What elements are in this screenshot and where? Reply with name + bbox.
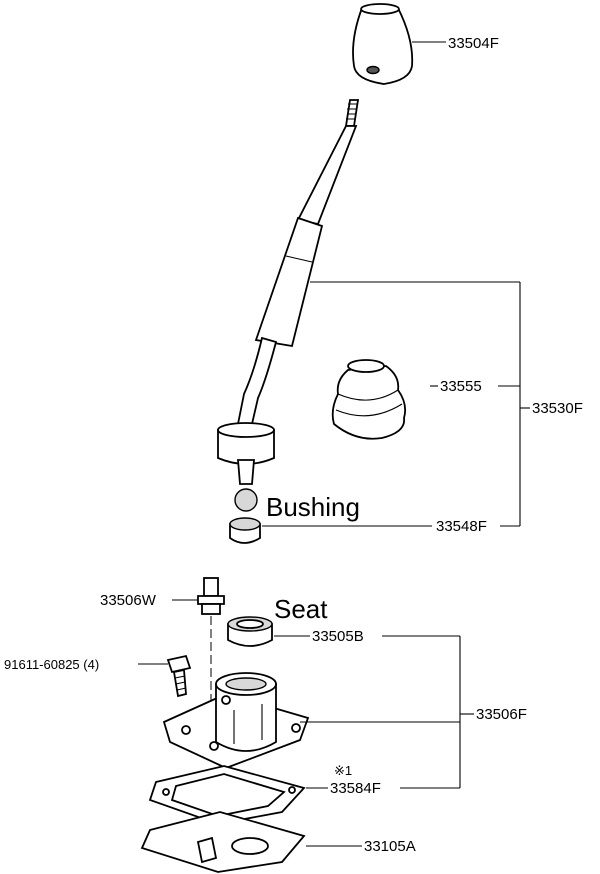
callout-seat: Seat: [274, 594, 328, 624]
seat: [227, 616, 273, 647]
label-bolt-w: 33506W: [100, 592, 157, 609]
boot: [331, 359, 407, 440]
label-retainer-assy: 33506F: [476, 706, 527, 723]
label-boot: 33555: [440, 378, 482, 395]
shift-lever: [217, 99, 360, 512]
label-bushing: 33548F: [436, 518, 487, 535]
plate: [140, 811, 306, 873]
label-gasket-note: ※1: [334, 763, 352, 778]
label-lever-assy: 33530F: [532, 400, 583, 417]
shift-knob: [352, 3, 414, 85]
label-knob: 33504F: [448, 35, 499, 52]
gasket: [148, 765, 306, 825]
bolt-33506w: [197, 577, 225, 615]
label-bolt-91611: 91611-60825 (4): [4, 657, 99, 672]
callout-bushing: Bushing: [266, 492, 360, 522]
retainer-housing: [162, 672, 310, 769]
label-gasket: 33584F: [330, 780, 381, 797]
label-seat: 33505B: [312, 628, 364, 645]
bushing: [229, 517, 261, 544]
bolt-91611: [166, 654, 192, 698]
label-plate: 33105A: [364, 838, 416, 855]
